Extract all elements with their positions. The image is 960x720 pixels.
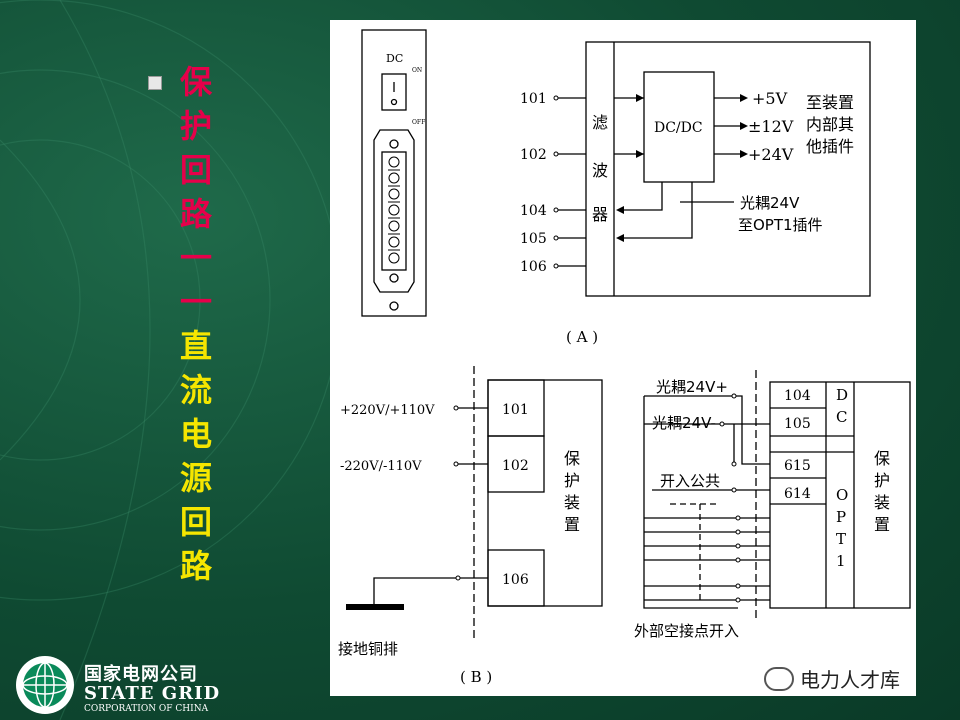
caption-a: ( A ) bbox=[566, 328, 598, 346]
opt-label: O bbox=[836, 486, 848, 504]
title-char: 护 bbox=[179, 107, 212, 145]
terminal-102: 102 bbox=[520, 147, 547, 163]
on-label: ON bbox=[412, 67, 422, 74]
wechat-icon bbox=[764, 666, 794, 691]
terminal-106: 106 bbox=[520, 259, 547, 275]
title-char: 电 bbox=[179, 415, 212, 453]
opt-label: P bbox=[836, 508, 846, 526]
output-note: 内部其 bbox=[806, 115, 854, 134]
device-c-label: 保 bbox=[874, 449, 890, 468]
terminal-b-102: 102 bbox=[502, 458, 529, 474]
logo-text-sub: CORPORATION OF CHINA bbox=[84, 704, 209, 714]
logo-text-cn: 国家电网公司 bbox=[84, 664, 198, 685]
terminal-c-104: 104 bbox=[784, 388, 811, 404]
terminal-101: 101 bbox=[520, 91, 547, 107]
dcdc-converter bbox=[643, 71, 715, 183]
title-char: 一 bbox=[179, 283, 212, 321]
off-label: OFF bbox=[412, 119, 425, 126]
output-24v: +24V bbox=[748, 145, 794, 164]
common-label: 开入公共 bbox=[660, 472, 720, 490]
opt-label: T bbox=[836, 530, 846, 548]
external-contacts-label: 外部空接点开入 bbox=[634, 622, 739, 640]
output-12v: ±12V bbox=[748, 117, 794, 136]
opto-note: 至OPT1插件 bbox=[738, 216, 823, 234]
terminal-105: 105 bbox=[520, 231, 547, 247]
device-c-label: 置 bbox=[874, 515, 890, 534]
background-arcs bbox=[0, 0, 330, 720]
title-char: 保 bbox=[179, 63, 212, 101]
terminal-b-101: 101 bbox=[502, 402, 529, 418]
ground-label: 接地铜排 bbox=[338, 640, 398, 658]
title-char: 直 bbox=[179, 327, 212, 365]
terminal-c-105: 105 bbox=[784, 416, 811, 432]
input-positive: +220V/+110V bbox=[340, 403, 435, 418]
title-char: 流 bbox=[179, 371, 212, 409]
caption-b: ( B ) bbox=[460, 668, 492, 686]
terminal-screws bbox=[388, 156, 400, 264]
terminal-c-615: 615 bbox=[784, 458, 811, 474]
title-char: 回 bbox=[179, 503, 212, 541]
card-label: DC bbox=[386, 52, 403, 65]
opto-minus-label: 光耦24V- bbox=[652, 414, 716, 432]
dc-label: C bbox=[836, 408, 847, 426]
device-label: 置 bbox=[564, 515, 580, 534]
device-b-enclosure bbox=[487, 379, 603, 607]
title-char: 路 bbox=[179, 195, 212, 233]
device-c-label: 护 bbox=[874, 471, 890, 490]
logo-text-en: STATE GRID bbox=[84, 683, 221, 704]
device-c-enclosure bbox=[769, 381, 911, 609]
terminal-104: 104 bbox=[520, 203, 547, 219]
converter-label: DC/DC bbox=[654, 120, 703, 136]
output-note: 至装置 bbox=[806, 93, 854, 112]
watermark-text: 电力人才库 bbox=[800, 668, 900, 692]
title-char: 回 bbox=[179, 151, 212, 189]
dc-label: D bbox=[836, 386, 848, 404]
output-note: 他插件 bbox=[806, 137, 854, 156]
output-5v: +5V bbox=[752, 89, 788, 108]
watermark: 电力人才库 bbox=[764, 664, 900, 693]
title-char: 一 bbox=[179, 239, 212, 277]
device-label: 装 bbox=[564, 493, 580, 512]
terminal-c-614: 614 bbox=[784, 486, 811, 502]
filter-enclosure bbox=[585, 41, 871, 297]
title-char: 源 bbox=[179, 459, 212, 497]
input-negative: -220V/-110V bbox=[340, 459, 422, 474]
title-char: 路 bbox=[179, 547, 212, 585]
device-c-label: 装 bbox=[874, 493, 890, 512]
filter-label: 器 bbox=[592, 205, 608, 224]
opt-label: 1 bbox=[836, 552, 846, 570]
ground-bar bbox=[346, 604, 404, 610]
bullet-icon bbox=[148, 76, 162, 90]
terminal-block bbox=[373, 129, 415, 293]
opto-plus-label: 光耦24V+ bbox=[656, 378, 728, 396]
device-label: 保 bbox=[564, 449, 580, 468]
filter-label: 滤 bbox=[592, 113, 608, 132]
terminal-b-106: 106 bbox=[502, 572, 529, 588]
state-grid-logo-icon bbox=[16, 656, 74, 714]
slide-title: 保 护 回 路 一 一 直 流 电 源 回 路 bbox=[176, 60, 216, 588]
dc-card-panel bbox=[361, 29, 427, 317]
filter-label: 波 bbox=[592, 161, 608, 180]
circuit-diagram: DC ON OFF 101 102 bbox=[338, 29, 911, 686]
device-label: 护 bbox=[564, 471, 580, 490]
opto-note: 光耦24V bbox=[740, 194, 800, 212]
diagram-panel: DC ON OFF 101 102 bbox=[330, 20, 916, 696]
power-switch bbox=[381, 73, 407, 111]
